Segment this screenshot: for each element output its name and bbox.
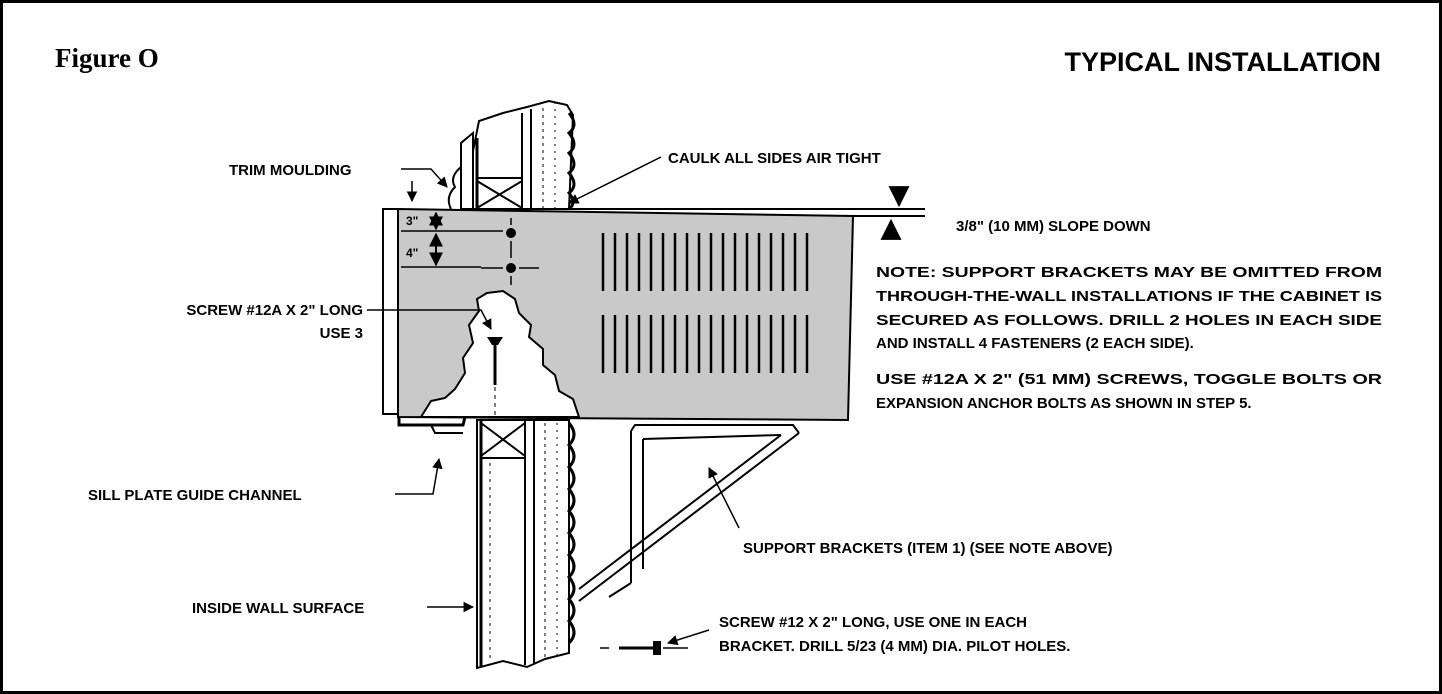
note-block: NOTE: SUPPORT BRACKETS MAY BE OMITTED FR… — [876, 264, 1382, 412]
page-title: TYPICAL INSTALLATION — [1065, 47, 1382, 77]
note-line-6: EXPANSION ANCHOR BOLTS AS SHOWN IN STEP … — [876, 395, 1252, 412]
installation-diagram: Figure O TYPICAL INSTALLATION — [55, 43, 1382, 670]
dimension-3in: 3" — [406, 214, 418, 228]
lower-wall — [476, 419, 576, 670]
note-line-4: AND INSTALL 4 FASTENERS (2 EACH SIDE). — [876, 335, 1194, 352]
support-bracket — [578, 424, 800, 602]
screw-12a-label-line2: USE 3 — [320, 325, 363, 342]
note-line-1: NOTE: SUPPORT BRACKETS MAY BE OMITTED FR… — [876, 264, 1382, 281]
trim-moulding-label: TRIM MOULDING — [229, 162, 351, 179]
screw-12a-label-line1: SCREW #12A X 2" LONG — [186, 302, 363, 319]
screw-12-label-line2: BRACKET. DRILL 5/23 (4 MM) DIA. PILOT HO… — [719, 638, 1070, 655]
figure-label: Figure O — [55, 43, 159, 73]
sill-plate-label: SILL PLATE GUIDE CHANNEL — [88, 487, 302, 504]
leader-lines — [367, 156, 910, 646]
slope-label: 3/8" (10 MM) SLOPE DOWN — [956, 218, 1151, 235]
note-line-3: SECURED AS FOLLOWS. DRILL 2 HOLES IN EAC… — [876, 312, 1382, 329]
support-brackets-label: SUPPORT BRACKETS (ITEM 1) (SEE NOTE ABOV… — [743, 540, 1112, 557]
hole-marker-upper — [506, 228, 516, 238]
screw-12-label-line1: SCREW #12 X 2" LONG, USE ONE IN EACH — [719, 614, 1027, 631]
note-line-2: THROUGH-THE-WALL INSTALLATIONS IF THE CA… — [876, 288, 1382, 305]
bracket-screw — [600, 641, 688, 655]
hole-marker-lower — [506, 263, 516, 273]
dimension-4in: 4" — [406, 246, 418, 260]
note-line-5: USE #12A X 2" (51 MM) SCREWS, TOGGLE BOL… — [876, 371, 1382, 388]
inside-wall-label: INSIDE WALL SURFACE — [192, 600, 364, 617]
cabinet-sleeve: 3" 4" — [382, 207, 925, 434]
upper-wall — [447, 99, 576, 211]
caulk-label: CAULK ALL SIDES AIR TIGHT — [668, 150, 881, 167]
